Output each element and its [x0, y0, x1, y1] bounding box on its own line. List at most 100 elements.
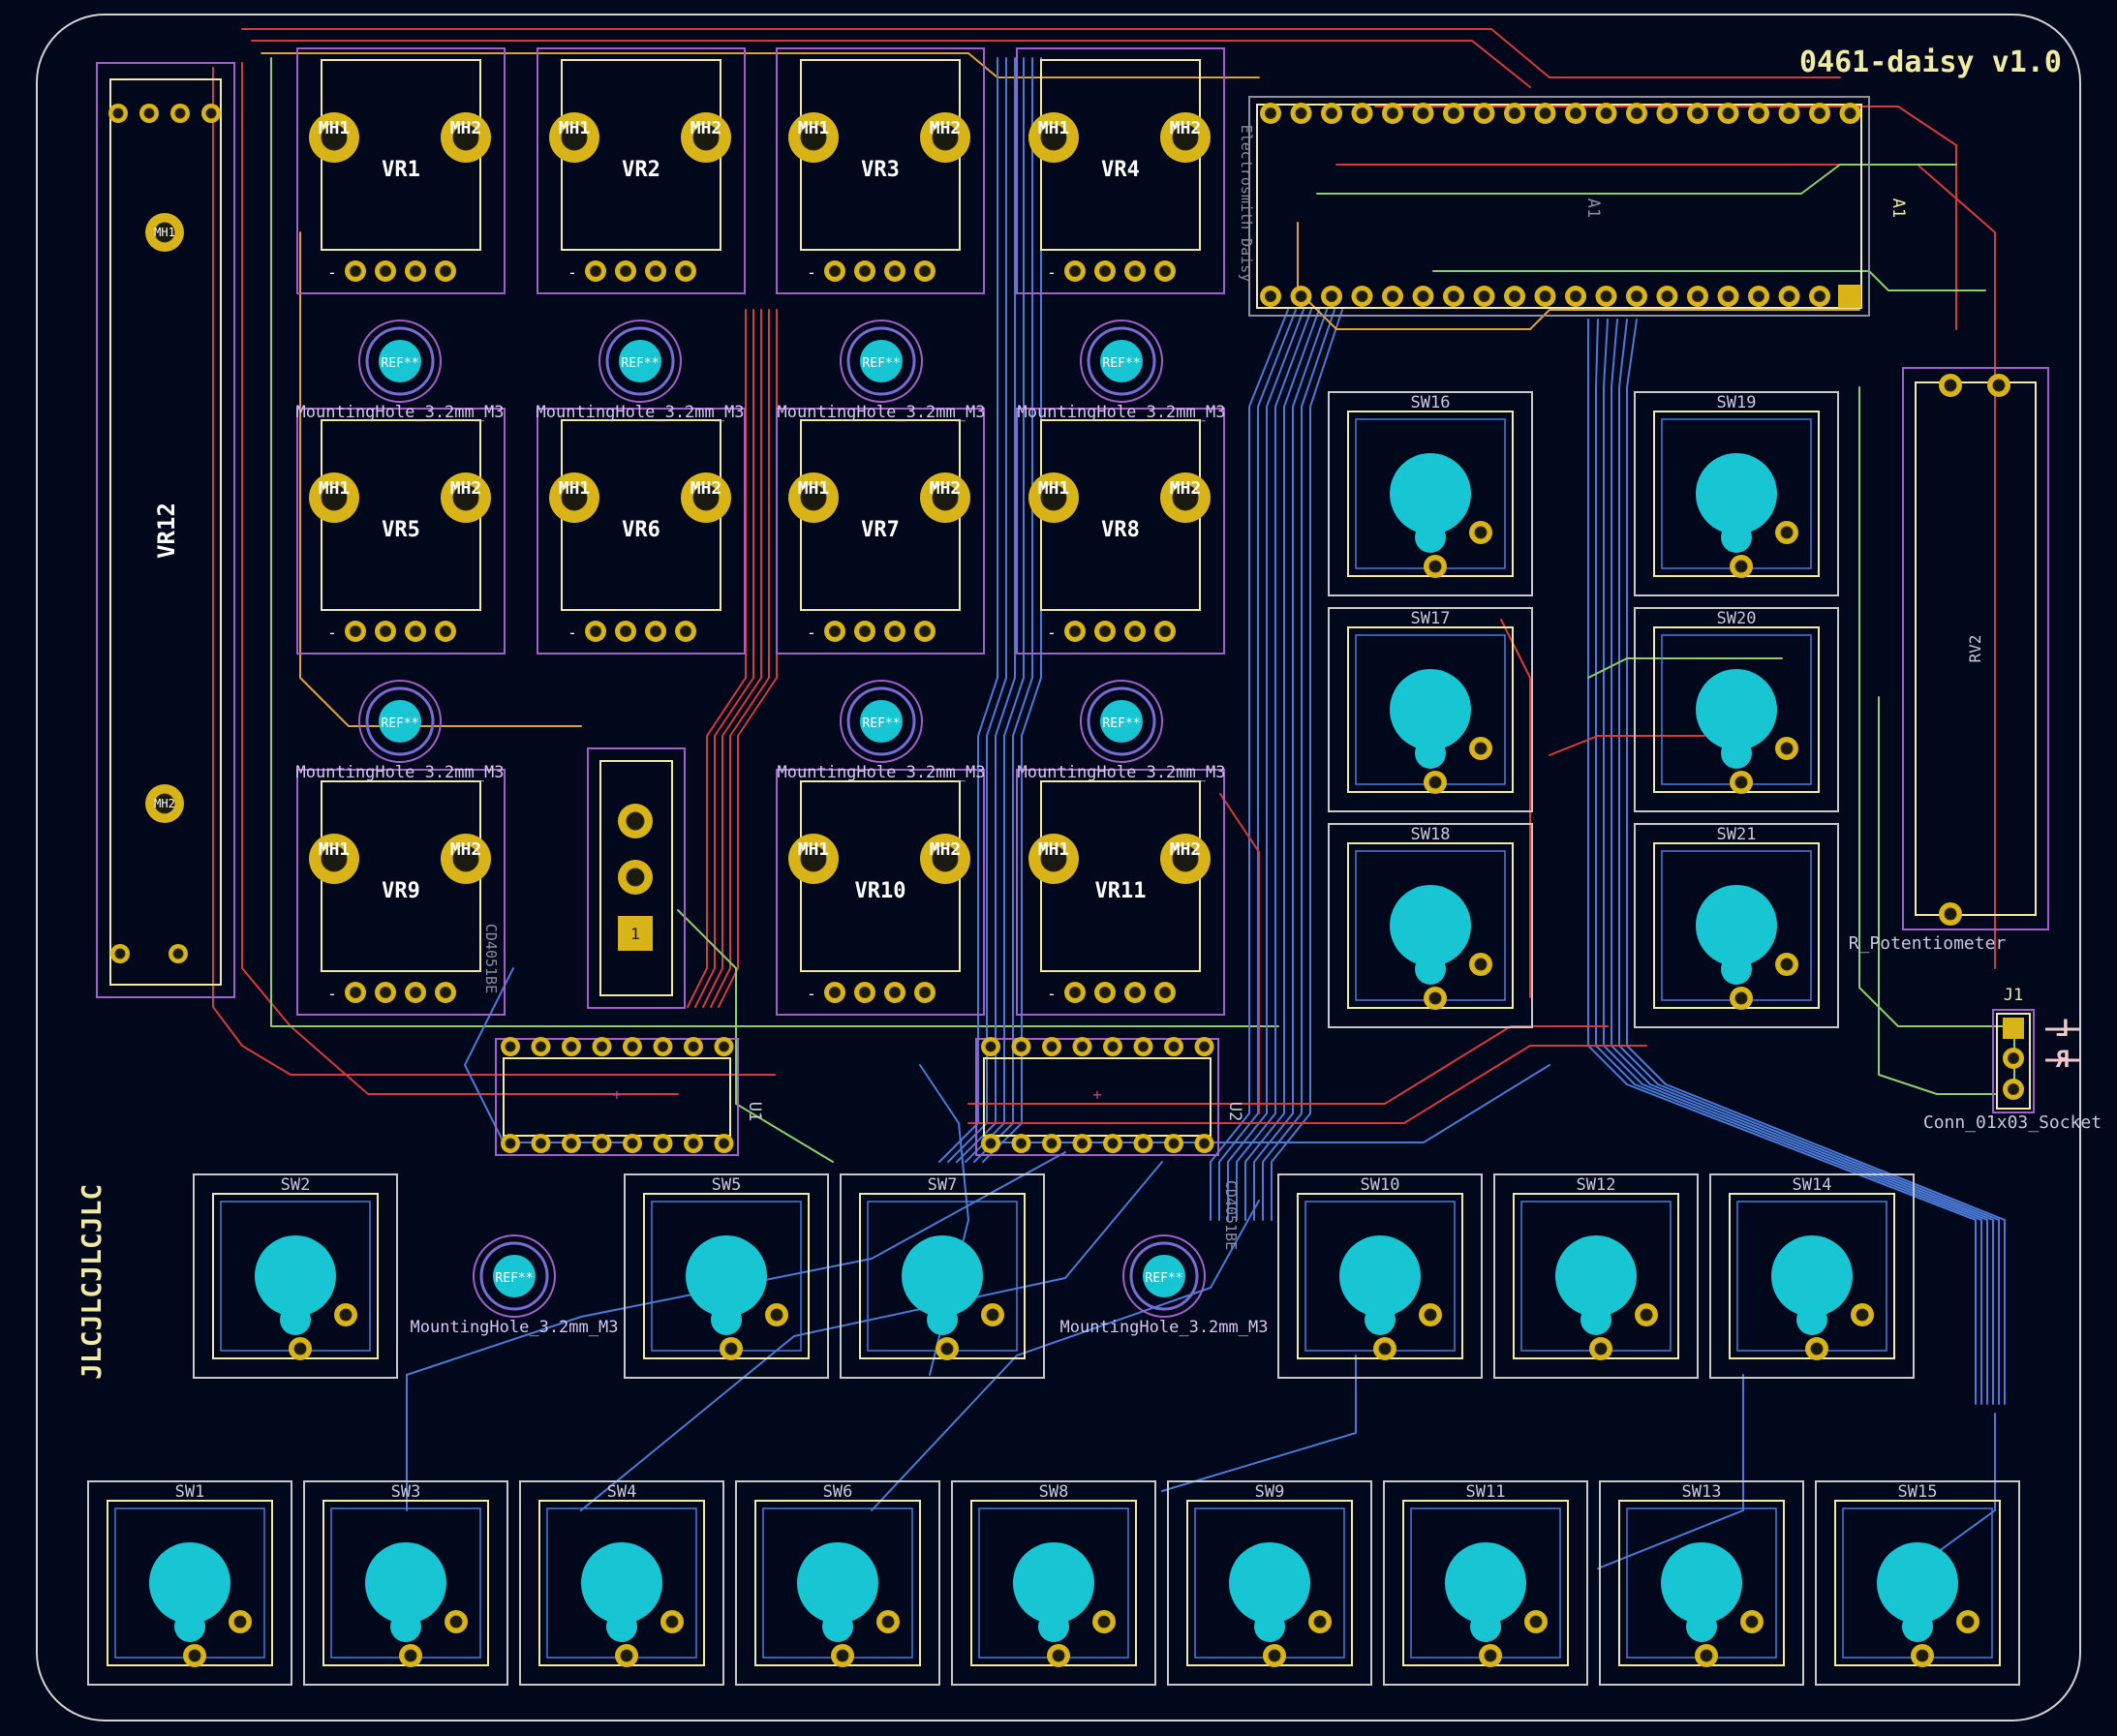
pad-drill [1485, 1650, 1496, 1661]
ic-ref-label: U2 [1225, 1102, 1244, 1121]
ic-ref-label: U1 [745, 1102, 764, 1121]
pad-drill [591, 266, 601, 277]
pad-drill [1601, 291, 1611, 302]
mounting-hole-ref: REF** [495, 1271, 533, 1286]
pot-ref-label: VR6 [622, 518, 660, 542]
slider-ref-label: VR12 [153, 503, 180, 559]
pad-drill [1388, 291, 1398, 302]
pad-drill [1449, 108, 1459, 119]
switch-ref-label: SW19 [1717, 393, 1757, 412]
mounting-hole-ref: REF** [1102, 716, 1140, 731]
pad-drill [1845, 108, 1856, 119]
pad-drill [1754, 291, 1764, 302]
pad-drill [1784, 291, 1795, 302]
pad-drill [830, 626, 841, 637]
switch-ref-label: SW8 [1039, 1482, 1069, 1502]
pad-drill [1530, 1616, 1542, 1628]
pad-drill [1100, 266, 1111, 277]
pad-drill [1418, 108, 1428, 119]
trace [1859, 387, 2014, 1084]
pad-drill [1601, 108, 1611, 119]
pad-drill [1266, 108, 1276, 119]
pad-drill [830, 266, 841, 277]
pad-drill [1169, 1139, 1179, 1148]
pad-drill [689, 1042, 698, 1051]
pad-drill [351, 626, 361, 637]
pad-drill [1047, 1042, 1057, 1051]
pad-drill [206, 108, 216, 118]
header3-pin-number: 2 [630, 868, 640, 887]
pad-drill [351, 988, 361, 998]
pot-minus-label: - [568, 263, 577, 282]
switch-post [1415, 522, 1446, 553]
pot-mh1-label: MH1 [319, 839, 351, 860]
j1-pin-1 [2003, 1018, 2024, 1039]
pad-drill [860, 626, 871, 637]
pad-drill [173, 949, 183, 959]
pad-drill [1475, 743, 1487, 754]
switch-post [1580, 1304, 1611, 1335]
pad-drill [890, 266, 901, 277]
pad-drill [1510, 108, 1520, 119]
pad-drill [1200, 1042, 1210, 1051]
pot-mh2-label: MH2 [450, 839, 482, 860]
pad-drill [1723, 108, 1733, 119]
pad-drill [986, 1042, 996, 1051]
pad-drill [1070, 988, 1081, 998]
mounting-hole-label: MountingHole_3.2mm_M3 [778, 763, 986, 782]
switch-ref-label: SW4 [607, 1482, 637, 1502]
pad-drill [1701, 1650, 1712, 1661]
pot-mh2-label: MH2 [450, 478, 482, 499]
pad-drill [621, 266, 631, 277]
trace [1162, 1355, 1356, 1491]
pad-drill [1047, 1139, 1057, 1148]
switch-ref-label: SW17 [1411, 609, 1451, 628]
pad-drill [1327, 108, 1337, 119]
daisy-ref-silk: A1 [1888, 198, 1908, 218]
mounting-hole-ref: REF** [381, 356, 418, 371]
pot-mh2-label: MH2 [930, 118, 962, 138]
components-layer: A1A1Electrosmith DaisyMH1MH2VR12MH1MH2VR… [88, 48, 2102, 1685]
pad-drill [441, 266, 451, 277]
switch-ref-label: SW12 [1577, 1175, 1616, 1195]
pad-drill [450, 1616, 462, 1628]
mounting-hole-label: MountingHole_3.2mm_M3 [296, 403, 505, 422]
j1-ref-label: J1 [2004, 986, 2023, 1005]
pad-drill [411, 988, 421, 998]
pot-minus-label: - [1047, 985, 1057, 1003]
daisy-outline [1249, 97, 1869, 316]
switch-ref-label: SW2 [281, 1175, 311, 1195]
pad-drill [1917, 1650, 1928, 1661]
pad-drill [1429, 777, 1441, 788]
pot-mh1-label: MH1 [319, 118, 351, 138]
pad-drill [1945, 380, 1956, 391]
pot-minus-label: - [807, 263, 816, 282]
pad-drill [405, 1650, 416, 1661]
pad-drill [1632, 291, 1642, 302]
pad-drill [1314, 1616, 1326, 1628]
pad-drill [1781, 743, 1793, 754]
pad-drill [1425, 1309, 1436, 1321]
pot-ref-label: VR4 [1101, 158, 1140, 182]
pad-drill [1475, 959, 1487, 970]
pad-drill [1357, 108, 1367, 119]
pad-drill [1754, 108, 1764, 119]
pad-drill [1078, 1042, 1088, 1051]
j1-value-label: Conn_01x03_Socket [1923, 1112, 2102, 1133]
pad-drill [1641, 1309, 1652, 1321]
pad-drill [837, 1650, 848, 1661]
pad-drill [598, 1139, 607, 1148]
pad-drill [920, 626, 931, 637]
pad-drill [1169, 1042, 1179, 1051]
pad-drill [1053, 1650, 1064, 1661]
pad-drill [1815, 291, 1826, 302]
mounting-hole-ref: REF** [862, 716, 900, 731]
pad-drill [1962, 1616, 1974, 1628]
daisy-silk [1257, 105, 1861, 308]
pad-drill [441, 626, 451, 637]
switch-post [390, 1611, 421, 1642]
switch-ref-label: SW18 [1411, 825, 1451, 844]
switch-post [927, 1304, 958, 1335]
pad-drill [1327, 291, 1337, 302]
pad-drill [567, 1042, 576, 1051]
